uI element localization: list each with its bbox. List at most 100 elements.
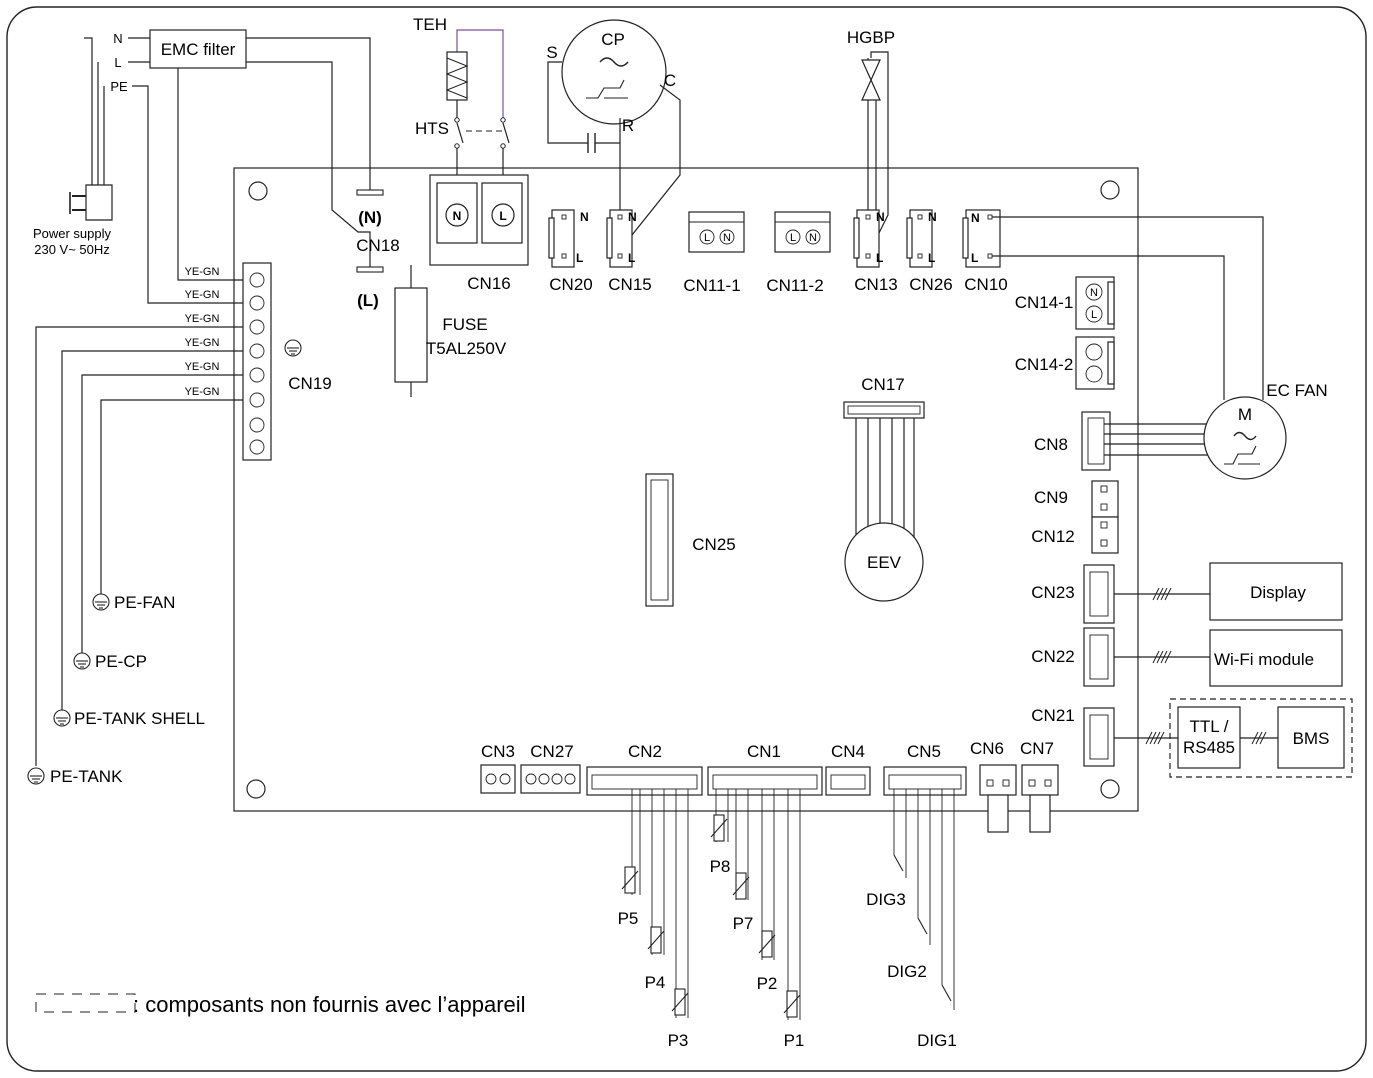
- svg-text:EMC filter: EMC filter: [161, 40, 236, 59]
- teh-heater: TEH: [413, 15, 504, 118]
- cn6-connector: CN6: [970, 739, 1017, 833]
- svg-text:CN5: CN5: [907, 742, 941, 761]
- cn23-connector: CN23: [1031, 564, 1115, 624]
- ye-gn-label: YE-GN: [185, 337, 220, 349]
- power-supply-rating: 230 V~ 50Hz: [34, 242, 110, 257]
- wire-l-label: L: [114, 55, 121, 70]
- svg-text:CN15: CN15: [608, 275, 651, 294]
- cn12-connector: CN12: [1031, 516, 1119, 554]
- cn11-2-connector: L N CN11-2: [766, 211, 831, 295]
- p1-label: P1: [784, 1031, 805, 1050]
- svg-text:HTS: HTS: [415, 119, 449, 138]
- svg-text:CN22: CN22: [1031, 647, 1074, 666]
- ground-icon: [53, 709, 71, 727]
- fuse: FUSE T5AL250V: [394, 265, 507, 397]
- svg-text:CN12: CN12: [1031, 527, 1074, 546]
- legend: : composants non fournis avec l’appareil: [35, 992, 526, 1017]
- svg-text:CN23: CN23: [1031, 583, 1074, 602]
- svg-text:L: L: [971, 251, 978, 265]
- svg-text:CN3: CN3: [481, 742, 515, 761]
- p8-label: P8: [710, 857, 731, 876]
- svg-text:Display: Display: [1250, 583, 1306, 602]
- ttl-rs485-module: TTL / RS485: [1177, 706, 1241, 769]
- cn26-connector: N L CN26: [906, 209, 953, 294]
- dig1-label: DIG1: [917, 1031, 957, 1050]
- cn3-connector: CN3: [480, 742, 516, 794]
- svg-text:CN19: CN19: [288, 374, 331, 393]
- svg-text:CN1: CN1: [747, 742, 781, 761]
- p2-label: P2: [757, 974, 778, 993]
- svg-text:CN11-1: CN11-1: [683, 276, 740, 295]
- thermistor-p8: [710, 814, 728, 842]
- wifi-module: Wi-Fi module: [1209, 629, 1343, 687]
- dig3-switch: [893, 854, 904, 872]
- cn20-connector: N L CN20: [548, 209, 593, 294]
- svg-text:(N): (N): [358, 208, 382, 227]
- cn9-connector: CN9: [1034, 480, 1119, 518]
- p7-label: P7: [733, 914, 754, 933]
- svg-text:RS485: RS485: [1183, 738, 1235, 757]
- svg-text:EC FAN: EC FAN: [1266, 381, 1327, 400]
- eev-valve: EEV: [844, 522, 924, 602]
- svg-text:N: N: [1090, 287, 1098, 299]
- pe-tank-shell-label: PE-TANK SHELL: [74, 709, 205, 728]
- cn27-connector: CN27: [520, 742, 581, 794]
- pe-cp-label: PE-CP: [95, 652, 147, 671]
- svg-text:CN25: CN25: [692, 535, 735, 554]
- cn21-connector: CN21: [1031, 706, 1115, 767]
- cn11-1-connector: L N CN11-1: [683, 211, 745, 295]
- cn22-connector: CN22: [1031, 627, 1115, 687]
- p4-label: P4: [645, 973, 666, 992]
- svg-text:N: N: [580, 210, 589, 224]
- svg-text:L: L: [704, 232, 710, 244]
- svg-text:TTL /: TTL /: [1189, 717, 1228, 736]
- optional-components-box: [1169, 698, 1353, 778]
- dig1-switch: [941, 984, 952, 1002]
- svg-text:CN18: CN18: [356, 236, 399, 255]
- power-plug: [69, 184, 113, 221]
- svg-text:N: N: [628, 210, 637, 224]
- cn5-connector: CN5: [883, 742, 967, 796]
- svg-text:CN20: CN20: [549, 275, 592, 294]
- svg-text:CN26: CN26: [909, 275, 952, 294]
- svg-text:N: N: [723, 232, 731, 244]
- bus-marks: [1145, 587, 1267, 745]
- svg-text:CN17: CN17: [861, 375, 904, 394]
- svg-text:L: L: [928, 251, 935, 265]
- thermistor-p4: [647, 926, 665, 954]
- dig3-label: DIG3: [866, 890, 906, 909]
- svg-text:HGBP: HGBP: [847, 28, 895, 47]
- svg-text:CN16: CN16: [467, 274, 510, 293]
- svg-text:L: L: [628, 251, 635, 265]
- cn2-connector: CN2: [586, 742, 703, 796]
- thermistor-p3: [671, 988, 689, 1016]
- ec-fan-motor: M EC FAN: [1203, 381, 1328, 480]
- svg-text:L: L: [1091, 309, 1097, 321]
- svg-text:N: N: [928, 210, 937, 224]
- svg-text:CN27: CN27: [530, 742, 573, 761]
- cn8-connector: CN8: [1034, 411, 1111, 471]
- mount-hole: [1100, 779, 1120, 799]
- cn4-connector: CN4: [825, 742, 871, 796]
- cn14-1-connector: N L CN14-1: [1015, 276, 1115, 330]
- svg-text:EEV: EEV: [867, 553, 902, 572]
- p3-label: P3: [668, 1031, 689, 1050]
- thermistor-p1: [783, 990, 801, 1018]
- wire-n-label: N: [113, 31, 122, 46]
- cn15-connector: N L CN15: [606, 209, 652, 294]
- mount-hole: [246, 779, 266, 799]
- cn25-connector: CN25: [645, 473, 736, 607]
- svg-text:Wi-Fi module: Wi-Fi module: [1214, 650, 1314, 669]
- cn16-connector: N L CN16: [429, 174, 529, 293]
- svg-text:L: L: [790, 232, 796, 244]
- svg-text:N: N: [453, 209, 462, 223]
- emc-filter: EMC filter: [149, 29, 247, 69]
- wire-pe-label: PE: [110, 79, 128, 94]
- svg-text:CP: CP: [601, 30, 625, 49]
- svg-text:R: R: [622, 116, 634, 135]
- svg-text:M: M: [1238, 405, 1252, 424]
- ground-icon: [27, 767, 45, 785]
- svg-text:C: C: [664, 71, 676, 90]
- svg-text:N: N: [971, 211, 980, 225]
- ye-gn-label: YE-GN: [185, 266, 220, 278]
